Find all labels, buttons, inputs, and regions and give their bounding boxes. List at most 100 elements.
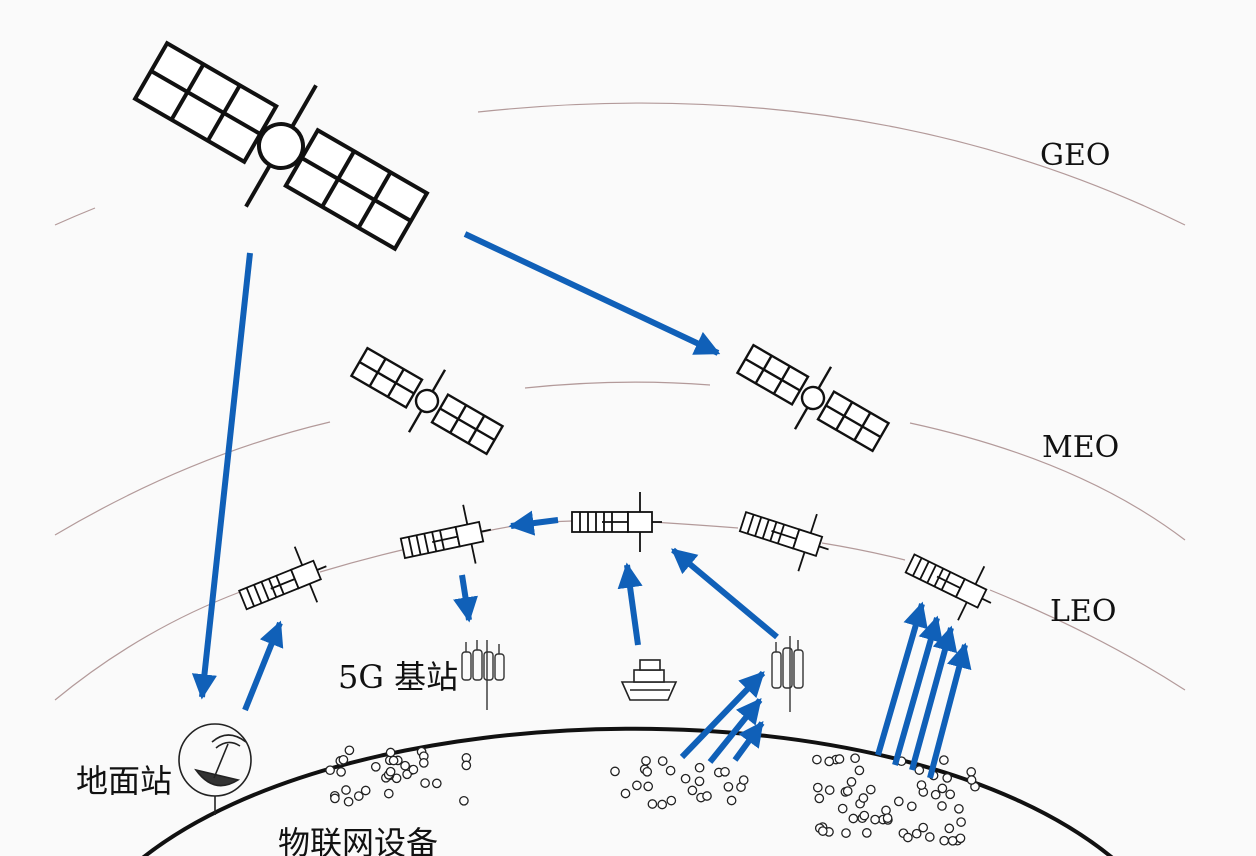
meo-label: MEO bbox=[1042, 430, 1120, 465]
iot-device-icon bbox=[738, 775, 749, 785]
meo-orbit-right bbox=[909, 422, 1186, 541]
iot-device-icon bbox=[720, 766, 730, 777]
leo-satellites bbox=[237, 492, 992, 621]
iot-device-icon bbox=[341, 785, 351, 795]
iot-device-icon bbox=[944, 823, 955, 834]
iot-device-icon bbox=[924, 832, 935, 842]
geo-orbit bbox=[477, 102, 1186, 226]
orbit-lines bbox=[54, 102, 1186, 701]
iot-device-icon bbox=[939, 755, 949, 765]
iot-device-icon bbox=[687, 785, 698, 796]
base-station-tower-left bbox=[461, 640, 505, 710]
signal-arrow bbox=[927, 642, 972, 779]
iot-device-icon bbox=[945, 789, 956, 800]
iot-device-icon bbox=[431, 778, 442, 789]
leo-label: LEO bbox=[1050, 594, 1117, 629]
iot-device-icon bbox=[388, 755, 399, 766]
iot-device-icon bbox=[657, 756, 668, 766]
iot-device-icon bbox=[338, 754, 349, 765]
iot-device-icon bbox=[343, 796, 354, 807]
iot-device-icon bbox=[812, 754, 822, 765]
iot-device-icon bbox=[850, 753, 860, 764]
iot-device-icon bbox=[882, 813, 893, 823]
meo-satellite-right bbox=[735, 343, 891, 453]
signal-arrow bbox=[671, 547, 779, 640]
leo-satellite-5 bbox=[904, 553, 992, 621]
iot-device-icon bbox=[459, 795, 469, 806]
iot-device-icon bbox=[385, 766, 396, 777]
iot-device-icon bbox=[723, 781, 734, 792]
ship-icon bbox=[620, 659, 678, 701]
iot-device-icon bbox=[947, 835, 958, 846]
iot-device-icon bbox=[918, 822, 929, 833]
leo-satellite-3 bbox=[571, 492, 662, 552]
iot-device-icon bbox=[854, 765, 865, 776]
iot-device-icon bbox=[937, 801, 947, 811]
iot-device-icon bbox=[694, 762, 705, 773]
iot-device-icon bbox=[325, 765, 335, 776]
iot-device-icon bbox=[911, 828, 922, 839]
iot-device-icon bbox=[848, 813, 859, 824]
ground-station-label: 地面站 bbox=[76, 762, 173, 800]
iot-device-icon bbox=[420, 778, 430, 788]
iot-device-icon bbox=[353, 791, 364, 801]
iot-device-icon bbox=[360, 785, 371, 796]
earth-surface bbox=[141, 726, 1114, 856]
iot-device-icon bbox=[858, 793, 869, 803]
iot-device-icon bbox=[330, 793, 340, 804]
iot-device-icon bbox=[893, 796, 904, 807]
signal-arrow bbox=[453, 574, 478, 623]
iot-device-icon bbox=[903, 832, 913, 843]
iot-device-icon bbox=[861, 828, 872, 838]
iot-device-clusters bbox=[325, 745, 980, 846]
leo-orbit-c bbox=[651, 521, 739, 529]
iot-device-icon bbox=[837, 803, 848, 814]
signal-arrow bbox=[732, 720, 765, 762]
leo-orbit-d bbox=[821, 542, 906, 561]
iot-device-icon bbox=[966, 775, 977, 785]
iot-device-icon bbox=[643, 781, 654, 792]
iot-device-icon bbox=[824, 785, 835, 795]
iot-device-icon bbox=[610, 766, 620, 777]
iot-device-icon bbox=[657, 799, 668, 810]
iot-device-icon bbox=[930, 789, 941, 800]
iot-device-icon bbox=[859, 810, 870, 821]
iot-device-icon bbox=[620, 788, 631, 799]
iot-device-icon bbox=[370, 761, 381, 772]
iot-device-icon bbox=[666, 795, 677, 806]
iot-device-icon bbox=[956, 817, 966, 827]
geo-orbit-left bbox=[54, 207, 96, 226]
leo-orbit-e bbox=[989, 589, 1186, 691]
iot-device-icon bbox=[400, 760, 410, 771]
iot-device-icon bbox=[642, 766, 653, 777]
iot-device-icon bbox=[632, 780, 642, 791]
meo-orbit-mid bbox=[524, 381, 711, 389]
iot-device-icon bbox=[817, 826, 828, 836]
iot-device-icon bbox=[906, 801, 917, 812]
leo-satellite-1 bbox=[237, 546, 327, 611]
iot-device-icon bbox=[824, 756, 835, 767]
iot-device-icon bbox=[914, 765, 925, 775]
geo-label: GEO bbox=[1040, 138, 1111, 173]
signal-arrow bbox=[707, 698, 763, 764]
iot-device-icon bbox=[841, 828, 851, 838]
iot-device-icon bbox=[641, 755, 651, 766]
iot-device-icon bbox=[665, 765, 676, 776]
iot-device-icon bbox=[383, 788, 394, 799]
geo-satellite bbox=[132, 40, 430, 252]
meo-orbit bbox=[54, 421, 331, 536]
signal-arrow bbox=[191, 252, 253, 700]
leo-satellite-2 bbox=[399, 504, 492, 564]
iot-device-icon bbox=[336, 767, 346, 777]
signal-arrow bbox=[508, 510, 559, 536]
iot-device-icon bbox=[385, 747, 396, 758]
leo-satellite-4 bbox=[738, 510, 829, 572]
signal-arrow bbox=[892, 615, 943, 766]
leo-orbit bbox=[54, 591, 241, 701]
iot-device-icon bbox=[647, 799, 658, 809]
iot-device-icon bbox=[955, 833, 966, 844]
iot-device-icon bbox=[865, 784, 876, 795]
meo-satellite-left bbox=[349, 346, 505, 456]
iot-device-icon bbox=[814, 793, 825, 804]
